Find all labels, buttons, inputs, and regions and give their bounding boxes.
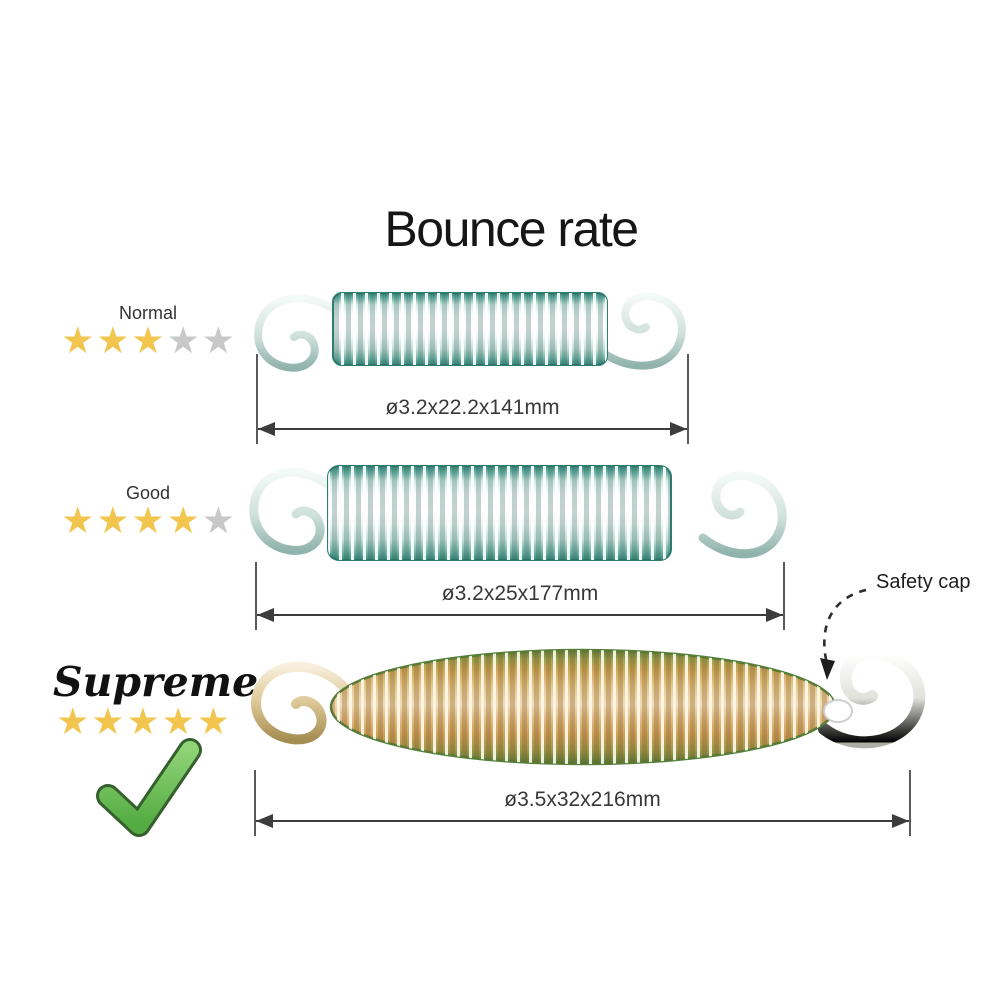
dimension-label-good: ø3.2x25x177mm bbox=[441, 582, 599, 605]
dimension-line bbox=[257, 608, 783, 622]
spring-illustration-supreme bbox=[251, 647, 926, 766]
grade-label-normal: Normal bbox=[118, 303, 177, 323]
checkmark-icon bbox=[96, 738, 202, 837]
star-icon: ★ bbox=[166, 500, 200, 541]
star-icon: ★ bbox=[131, 320, 165, 361]
star-icon: ★ bbox=[126, 701, 160, 742]
star-icon: ★ bbox=[61, 500, 95, 541]
spring-illustration-good bbox=[249, 465, 787, 561]
spring-illustration-normal bbox=[254, 292, 686, 372]
hook-left-icon bbox=[254, 294, 342, 372]
grade-label-good: Good bbox=[125, 483, 171, 503]
star-icon: ★ bbox=[201, 320, 235, 361]
hook-right-icon bbox=[598, 292, 686, 370]
dimension-supreme: ø3.5x32x216mm bbox=[254, 770, 911, 836]
star-icon: ★ bbox=[166, 320, 200, 361]
star-icon: ★ bbox=[196, 701, 230, 742]
dimension-line bbox=[258, 422, 687, 436]
hook-right-icon bbox=[818, 647, 926, 749]
star-icon: ★ bbox=[56, 701, 90, 742]
hook-right-icon bbox=[698, 471, 787, 559]
safety-cap-arrow-icon bbox=[820, 588, 867, 680]
dimension-label-supreme: ø3.5x32x216mm bbox=[504, 788, 661, 811]
star-icon: ★ bbox=[96, 320, 130, 361]
star-rating-supreme: ★★★★★ bbox=[53, 703, 233, 740]
spring-coil-texture bbox=[328, 466, 671, 560]
dimension-tick bbox=[909, 770, 911, 836]
star-rating-good: ★★★★★ bbox=[58, 502, 238, 539]
arrow-right-icon bbox=[670, 422, 687, 436]
star-icon: ★ bbox=[91, 701, 125, 742]
dimension-good: ø3.2x25x177mm bbox=[255, 562, 785, 630]
dimension-tick bbox=[256, 354, 258, 444]
dimension-label-normal: ø3.2x22.2x141mm bbox=[385, 396, 560, 419]
star-icon: ★ bbox=[96, 500, 130, 541]
arrow-right-icon bbox=[766, 608, 783, 622]
star-icon: ★ bbox=[201, 500, 235, 541]
hook-left-icon bbox=[249, 467, 338, 555]
star-rating-normal: ★★★★★ bbox=[58, 322, 238, 359]
safety-cap bbox=[823, 699, 853, 723]
arrow-left-icon bbox=[258, 422, 275, 436]
arrow-right-icon bbox=[892, 814, 909, 828]
page-title: Bounce rate bbox=[384, 201, 639, 257]
star-icon: ★ bbox=[131, 500, 165, 541]
safety-cap-label: Safety cap bbox=[876, 571, 971, 593]
arrow-left-icon bbox=[257, 608, 274, 622]
hook-left-icon bbox=[251, 661, 349, 745]
spring-coil-texture bbox=[331, 650, 835, 764]
dimension-normal: ø3.2x22.2x141mm bbox=[256, 354, 689, 444]
dimension-tick bbox=[255, 562, 257, 630]
spring-coil-texture bbox=[333, 293, 607, 365]
dimension-tick bbox=[783, 562, 785, 630]
grade-label-supreme: Supreme bbox=[53, 658, 259, 706]
star-icon: ★ bbox=[61, 320, 95, 361]
dimension-line bbox=[256, 814, 909, 828]
arrow-left-icon bbox=[256, 814, 273, 828]
star-icon: ★ bbox=[161, 701, 195, 742]
dimension-tick bbox=[254, 770, 256, 836]
dimension-tick bbox=[687, 354, 689, 444]
